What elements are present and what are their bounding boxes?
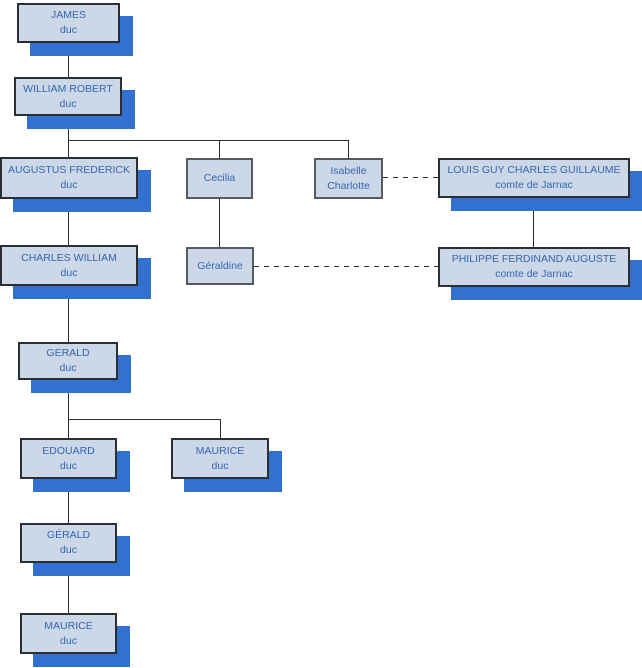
person-box-william-robert[interactable]: WILLIAM ROBERT duc [14,77,122,116]
connector-line-to-cecilia [219,140,220,158]
person-box-geraldine[interactable]: Géraldine [186,247,254,285]
person-box-charles-william[interactable]: CHARLES WILLIAM duc [0,245,138,286]
person-name: Isabelle Charlotte [327,164,370,192]
person-name: PHILIPPE FERDINAND AUGUSTE [451,253,617,265]
person-box-maurice-2[interactable]: MAURICE duc [20,613,117,654]
person-box-maurice[interactable]: MAURICE duc [171,438,269,479]
person-box-james[interactable]: JAMES duc [17,3,120,43]
connector-line-gerald2-maurice2 [68,563,69,613]
person-box-edouard[interactable]: EDOUARD duc [20,438,117,479]
connector-line-to-augustus [68,140,69,157]
connector-line-charles-gerald [68,286,69,342]
person-name: LOUIS GUY CHARLES GUILLAUME [447,164,621,176]
connector-line-to-maurice [220,419,221,438]
marriage-dashed-line-geraldine-philippe [254,266,438,267]
person-box-cecilia[interactable]: Cecilia [186,158,253,199]
connector-line-cecilia-geraldine [219,199,220,247]
person-box-philippe-ferdinand[interactable]: PHILIPPE FERDINAND AUGUSTE comte de Jarn… [438,247,630,287]
person-box-isabelle-charlotte[interactable]: Isabelle Charlotte [314,158,383,199]
person-title: duc [60,634,77,647]
person-title: duc [59,362,77,374]
marriage-dashed-line-isabelle-louis [383,177,438,178]
person-title: comte de Jarnac [495,268,573,280]
person-name: EDOUARD [42,444,95,457]
connector-line-william-branch [68,116,69,140]
person-title: duc [60,24,77,36]
person-box-augustus-frederick[interactable]: AUGUSTUS FREDERICK duc [0,157,138,199]
person-name: JAMES [50,9,86,21]
person-name: Cecilia [203,172,236,184]
person-name: Géraldine [197,259,243,272]
person-title: duc [59,97,77,110]
person-name: AUGUSTUS FREDERICK [8,164,130,176]
person-box-gerald-2[interactable]: GÉRALD duc [20,523,117,563]
connector-line-edouard-gerald2 [68,479,69,523]
person-name: CHARLES WILLIAM [21,251,117,264]
connector-line-to-isabelle [348,140,349,158]
person-title: duc [60,266,78,279]
person-name: GÉRALD [46,529,91,541]
connector-line-gerald-children-rail [68,419,221,420]
person-name: WILLIAM ROBERT [23,82,113,95]
connector-line-children-rail [68,140,349,141]
person-title: duc [60,179,78,191]
connector-line-james-william [68,43,69,77]
connector-line-augustus-charles [68,199,69,245]
person-box-louis-guy[interactable]: LOUIS GUY CHARLES GUILLAUME comte de Jar… [438,158,630,198]
person-name: MAURICE [44,619,93,632]
person-name: GERALD [46,347,90,359]
connector-line-gerald-branch [68,380,69,419]
person-title: duc [60,459,77,472]
person-title: comte de Jarnac [495,179,573,191]
person-title: duc [60,544,77,556]
connector-line-to-edouard [68,419,69,438]
person-name: MAURICE [195,444,245,457]
person-box-gerald[interactable]: GERALD duc [18,342,118,380]
person-title: duc [211,459,229,472]
connector-line-louis-philippe [533,198,534,247]
